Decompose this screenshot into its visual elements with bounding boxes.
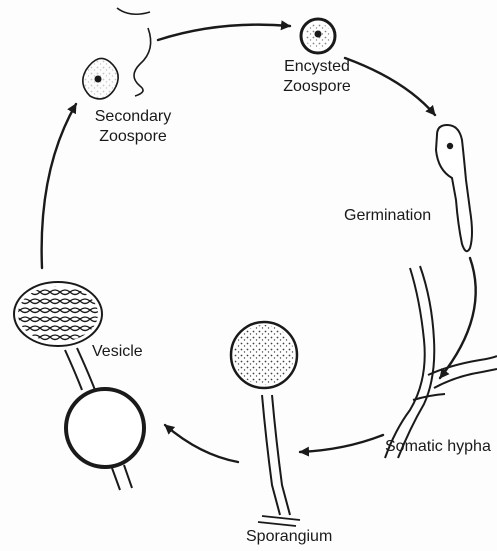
arrow-germination-to-hypha <box>440 258 476 378</box>
label-secondary-line2: Zoospore <box>78 127 188 147</box>
label-somatic-hypha: Somatic hypha <box>385 437 491 457</box>
label-secondary-zoospore: Secondary Zoospore <box>78 107 188 147</box>
label-encysted-line1: Encysted <box>262 57 372 77</box>
germinating-zoospore-icon <box>436 125 472 251</box>
somatic-hypha-icon <box>385 266 497 458</box>
label-encysted-line2: Zoospore <box>262 77 372 97</box>
arrow-hypha-to-sporangium <box>300 435 383 452</box>
sporangium-icon <box>231 322 300 526</box>
label-vesicle: Vesicle <box>92 342 143 362</box>
arrow-vesicle-to-secondary <box>42 104 76 268</box>
vesicle-icon <box>14 282 144 490</box>
secondary-zoospore-icon <box>83 8 151 99</box>
label-secondary-line1: Secondary <box>78 107 188 127</box>
encysted-zoospore-icon <box>301 19 335 53</box>
arrow-secondary-to-encysted <box>158 25 290 40</box>
arrow-sporangium-to-vesicle <box>165 425 238 462</box>
label-germination: Germination <box>344 206 431 226</box>
label-encysted-zoospore: Encysted Zoospore <box>262 57 372 97</box>
label-sporangium: Sporangium <box>246 527 332 547</box>
